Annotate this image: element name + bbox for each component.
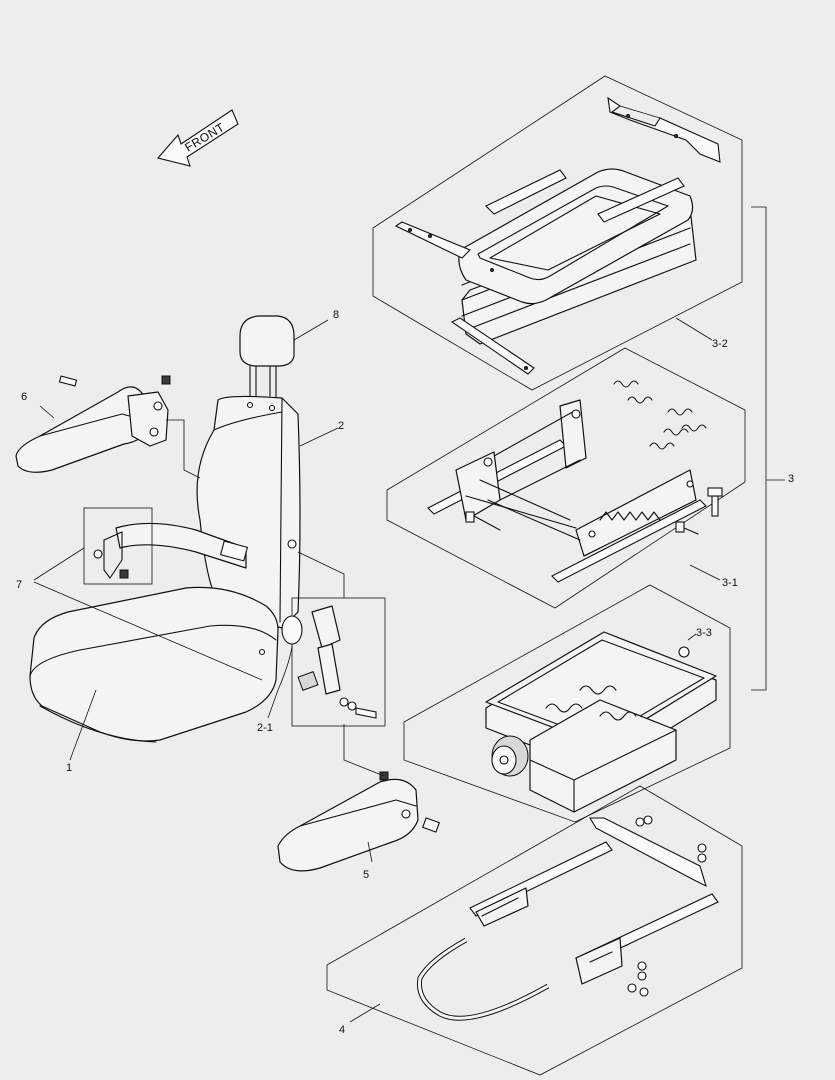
panel-slide-rail <box>326 785 743 1076</box>
callout-7: 7 <box>16 579 22 591</box>
seat-belt-buckle <box>267 597 386 727</box>
armrest-right <box>277 551 440 872</box>
suspension-base <box>485 631 717 813</box>
leader-4 <box>349 1003 381 1023</box>
panel-slide-frame <box>386 347 746 609</box>
panel-suspension-cover <box>372 75 743 391</box>
callout-1: 1 <box>66 762 72 774</box>
callout-3: 3 <box>788 473 794 485</box>
group-bracket-3 <box>751 206 785 691</box>
backrest <box>196 395 339 629</box>
release-handle-icon <box>416 937 550 1021</box>
adjust-knob-icon <box>491 735 529 777</box>
callout-8: 8 <box>333 309 339 321</box>
front-arrow-label: FRONT <box>182 120 227 155</box>
callout-5: 5 <box>363 869 369 881</box>
callout-3-2: 3-2 <box>712 338 728 350</box>
armrest-left <box>15 375 201 479</box>
leader-3-2 <box>675 317 713 341</box>
leader-3-3 <box>687 633 697 641</box>
callout-2: 2 <box>338 420 344 432</box>
slide-rail <box>416 815 719 1021</box>
callout-6: 6 <box>21 391 27 403</box>
callout-3-1: 3-1 <box>722 577 738 589</box>
leader-3-1 <box>689 564 721 581</box>
bolt-icon <box>707 487 723 517</box>
front-arrow-icon: FRONT <box>156 109 239 167</box>
suspension-cover <box>394 96 721 375</box>
callout-2-1: 2-1 <box>257 722 273 734</box>
slide-frame <box>427 380 723 583</box>
seat-belt <box>33 507 263 681</box>
callout-3-3: 3-3 <box>696 627 712 639</box>
seat-cushion <box>29 586 279 761</box>
headrest <box>239 315 329 399</box>
callout-4: 4 <box>339 1024 345 1036</box>
panel-suspension-base <box>403 584 731 823</box>
